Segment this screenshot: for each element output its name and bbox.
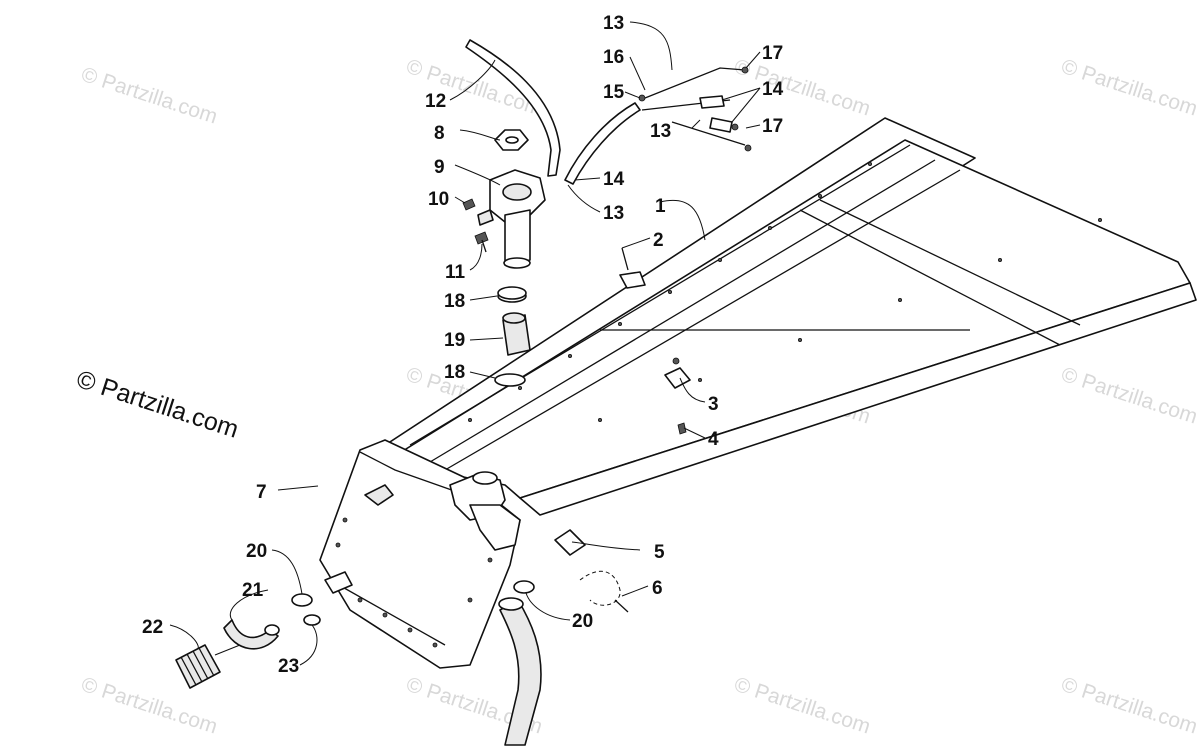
lower-hose-clamp — [494, 373, 526, 387]
callout-10: 10 — [428, 189, 449, 210]
callout-11: 11 — [445, 262, 466, 283]
upper-hose-clamp — [497, 286, 527, 303]
callout-18-bottom: 18 — [444, 362, 465, 383]
bracket — [554, 529, 586, 556]
callout-13-middle: 13 — [650, 121, 671, 142]
callout-3: 3 — [708, 394, 719, 415]
mounting-plate — [664, 357, 691, 389]
gasket — [494, 129, 529, 151]
small-clamp — [303, 614, 321, 626]
hose-clamp-lower — [513, 580, 535, 594]
callout-16: 16 — [603, 47, 624, 68]
filler-neck — [477, 169, 546, 269]
callout-21: 21 — [242, 580, 264, 601]
callout-13-lower: 13 — [603, 203, 624, 224]
watermark: © Partzilla.com — [78, 63, 220, 129]
housing-fins — [335, 517, 493, 648]
callout-9: 9 — [434, 157, 445, 178]
watermark: © Partzilla.com — [731, 673, 873, 739]
callout-1: 1 — [655, 196, 666, 217]
watermark: © Partzilla.com — [1058, 673, 1200, 739]
leader-lines — [169, 21, 761, 666]
filler-neck-screws — [462, 198, 489, 253]
callout-22: 22 — [142, 617, 163, 638]
callout-15: 15 — [603, 82, 625, 103]
vent-line-assembly — [564, 66, 752, 185]
callout-labels: 1 2 3 4 5 6 7 8 9 10 11 12 13 13 13 14 1… — [142, 13, 784, 677]
callout-19: 19 — [444, 330, 465, 351]
overflow-hose — [465, 39, 561, 177]
housing-outlet-fitting — [449, 471, 521, 551]
tunnel-rail-assembly — [369, 117, 1197, 516]
retaining-clip — [579, 570, 629, 613]
callout-18-top: 18 — [444, 291, 465, 312]
corrugated-hose — [175, 644, 221, 689]
coupling-hose — [502, 312, 531, 356]
elbow-hose — [223, 619, 280, 650]
copyright-text: © Partzilla.com — [73, 365, 242, 444]
inlet-fitting — [324, 571, 353, 594]
mount-screw — [677, 422, 687, 435]
callout-23: 23 — [278, 656, 299, 677]
callout-8: 8 — [434, 123, 445, 144]
callout-20-right: 20 — [572, 611, 593, 632]
bleed-valve — [619, 247, 646, 289]
watermark: © Partzilla.com — [731, 55, 873, 121]
lower-coolant-hose — [498, 597, 542, 746]
callout-14-right: 14 — [762, 79, 784, 100]
callout-4: 4 — [708, 429, 719, 450]
watermark: © Partzilla.com — [1058, 363, 1200, 429]
hose-clamp-upper — [291, 593, 313, 607]
rivet-row — [467, 161, 1103, 422]
callout-6: 6 — [652, 578, 663, 599]
callout-12: 12 — [425, 91, 446, 112]
callout-7: 7 — [256, 482, 267, 503]
callout-5: 5 — [654, 542, 665, 563]
callout-13-top: 13 — [603, 13, 624, 34]
callout-17-top: 17 — [762, 43, 783, 64]
callout-17-bottom: 17 — [762, 116, 783, 137]
watermark: © Partzilla.com — [1058, 55, 1200, 121]
callout-20-left: 20 — [246, 541, 267, 562]
callout-14-left: 14 — [603, 169, 625, 190]
callout-2: 2 — [653, 230, 664, 251]
